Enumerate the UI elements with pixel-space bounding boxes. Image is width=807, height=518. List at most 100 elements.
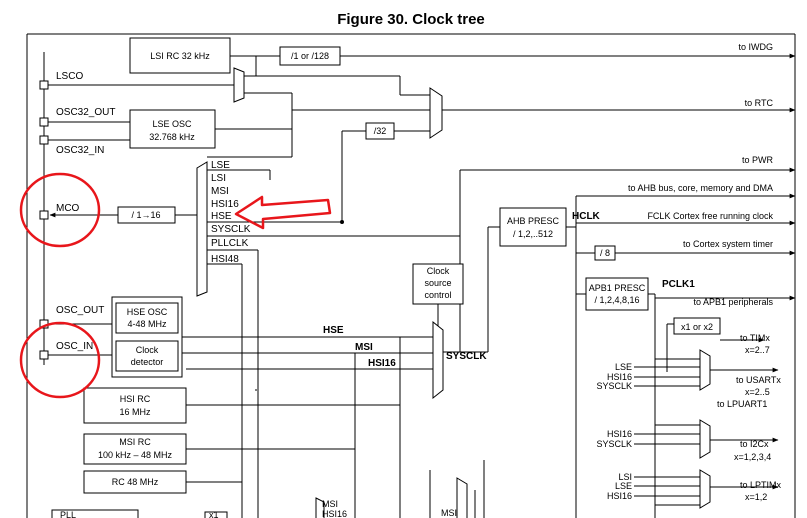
svg-text:LSI: LSI <box>211 173 226 184</box>
svg-text:to PWR: to PWR <box>742 155 774 165</box>
svg-text:/ 1,2,..512: / 1,2,..512 <box>513 229 553 239</box>
pin-osc32-in: OSC32_IN <box>39 135 104 156</box>
svg-text:/32: /32 <box>374 126 387 136</box>
svg-text:SYSCLK: SYSCLK <box>211 224 251 235</box>
svg-text:PCLK1: PCLK1 <box>662 279 695 290</box>
pll-block-partial: PLL x1 <box>51 509 228 518</box>
svg-text:to I2Cx: to I2Cx <box>740 439 769 449</box>
svg-text:MSI RC: MSI RC <box>119 437 151 447</box>
lptim-mux: LSI LSE HSI16 to LPTIMx x=1,2 <box>607 469 782 509</box>
svg-text:HSI16: HSI16 <box>607 491 632 501</box>
svg-text:HSI16: HSI16 <box>211 199 239 210</box>
lse-osc-block: LSE OSC 32.768 kHz <box>48 93 430 149</box>
svg-text:100 kHz – 48 MHz: 100 kHz – 48 MHz <box>98 450 173 460</box>
svg-text:x1: x1 <box>209 510 219 518</box>
svg-text:OSC_OUT: OSC_OUT <box>56 305 104 316</box>
svg-text:LSE: LSE <box>615 362 632 372</box>
pin-osc-in: OSC_IN <box>39 341 93 360</box>
figure-title: Figure 30. Clock tree <box>337 11 485 28</box>
svg-text:x=1,2,3,4: x=1,2,3,4 <box>734 452 771 462</box>
clock-source-control-block: Clock source control <box>412 263 464 326</box>
svg-text:/ 1→16: / 1→16 <box>131 210 160 220</box>
svg-text:x=2..5: x=2..5 <box>745 387 770 397</box>
lsco-mux <box>48 56 292 103</box>
svg-text:SYSCLK: SYSCLK <box>596 439 632 449</box>
pin-lsco: LSCO <box>39 71 83 90</box>
svg-text:MSI: MSI <box>211 186 229 197</box>
diagram-frame <box>26 33 796 518</box>
svg-text:MSI: MSI <box>441 508 457 518</box>
svg-text:x1 or x2: x1 or x2 <box>681 322 713 332</box>
svg-text:HCLK: HCLK <box>572 211 601 222</box>
svg-text:LSI RC 32 kHz: LSI RC 32 kHz <box>150 51 210 61</box>
svg-text:LSE: LSE <box>211 160 230 171</box>
svg-text:to LPTIMx: to LPTIMx <box>740 480 782 490</box>
hsi-rc-block: HSI RC 16 MHz <box>83 387 400 424</box>
svg-text:4-48 MHz: 4-48 MHz <box>127 319 167 329</box>
svg-text:LSE OSC: LSE OSC <box>152 119 192 129</box>
svg-text:HSI48: HSI48 <box>211 254 239 265</box>
svg-text:/1 or /128: /1 or /128 <box>291 51 329 61</box>
svg-text:to Cortex system timer: to Cortex system timer <box>683 239 773 249</box>
svg-text:PLL: PLL <box>60 510 76 518</box>
red-highlight-arrow <box>234 195 332 230</box>
svg-text:HSE: HSE <box>323 325 344 336</box>
svg-text:FCLK Cortex free running clock: FCLK Cortex free running clock <box>647 211 773 221</box>
svg-text:HSI16: HSI16 <box>607 429 632 439</box>
svg-text:MSI: MSI <box>355 342 373 353</box>
svg-text:OSC_IN: OSC_IN <box>56 341 93 352</box>
svg-text:to RTC: to RTC <box>745 98 774 108</box>
svg-text:SYSCLK: SYSCLK <box>446 351 487 362</box>
svg-text:source: source <box>424 278 451 288</box>
rc48-block: RC 48 MHz <box>83 470 242 494</box>
bottom-mux-partial: MSI HSI16 MSI <box>315 460 485 518</box>
svg-text:HSI RC: HSI RC <box>120 394 151 404</box>
svg-text:to AHB bus, core, memory and D: to AHB bus, core, memory and DMA <box>628 183 773 193</box>
svg-text:detector: detector <box>131 357 164 367</box>
svg-text:to APB1 peripherals: to APB1 peripherals <box>693 297 773 307</box>
svg-text:HSE: HSE <box>211 211 232 222</box>
apb1-presc-block: APB1 PRESC / 1,2,4,8,16 PCLK1 to APB1 pe… <box>576 277 796 518</box>
sysclk-mux: HSE MSI HSI16 SYSCLK <box>167 320 488 518</box>
svg-text:SYSCLK: SYSCLK <box>596 381 632 391</box>
svg-text:to USARTx: to USARTx <box>736 375 781 385</box>
svg-text:LSE: LSE <box>615 481 632 491</box>
svg-text:HSI16: HSI16 <box>607 372 632 382</box>
pwr-line: to PWR <box>340 131 796 352</box>
timx-path: x1 or x2 to TIMx x=2..7 <box>666 317 770 372</box>
usart-mux: LSE HSI16 SYSCLK to USARTx x=2..5 to LPU… <box>596 349 781 409</box>
svg-text:OSC32_OUT: OSC32_OUT <box>56 107 115 118</box>
pin-osc32-out: OSC32_OUT <box>39 107 115 127</box>
svg-text:APB1 PRESC: APB1 PRESC <box>589 283 646 293</box>
svg-text:x=1,2: x=1,2 <box>745 492 767 502</box>
svg-text:to TIMx: to TIMx <box>740 333 770 343</box>
svg-text:HSI16: HSI16 <box>368 358 396 369</box>
hse-osc-block: HSE OSC 4-48 MHz Clock detector <box>48 296 183 378</box>
svg-text:/ 1,2,4,8,16: / 1,2,4,8,16 <box>594 295 639 305</box>
svg-text:32.768 kHz: 32.768 kHz <box>149 132 195 142</box>
ahb-presc-block: AHB PRESC / 1,2,..512 HCLK to AHB bus, c… <box>487 183 796 518</box>
svg-text:LSCO: LSCO <box>56 71 83 82</box>
svg-text:Clock: Clock <box>427 266 450 276</box>
mco-mux: LSE LSI MSI HSI16 HSE SYSCLK PLLCLK HSI4… <box>49 129 460 518</box>
msi-rc-block: MSI RC 100 kHz – 48 MHz <box>83 433 355 465</box>
svg-text:control: control <box>424 290 451 300</box>
pin-mco: MCO <box>39 203 80 220</box>
svg-text:Clock: Clock <box>136 345 159 355</box>
red-circle-osc-in <box>19 321 101 399</box>
svg-text:MSI: MSI <box>322 499 338 509</box>
svg-text:HSI16: HSI16 <box>322 509 347 518</box>
svg-text:MCO: MCO <box>56 203 80 214</box>
lsi-rc-block: LSI RC 32 kHz /1 or /128 to IWDG <box>129 37 796 74</box>
svg-text:to LPUART1: to LPUART1 <box>717 399 767 409</box>
svg-text:RC 48 MHz: RC 48 MHz <box>112 477 159 487</box>
svg-text:AHB PRESC: AHB PRESC <box>507 216 560 226</box>
svg-text:/ 8: / 8 <box>600 248 610 258</box>
red-circle-mco <box>19 172 101 248</box>
svg-text:OSC32_IN: OSC32_IN <box>56 145 104 156</box>
rtc-mux: /32 to RTC <box>256 75 796 140</box>
svg-text:PLLCLK: PLLCLK <box>211 238 249 249</box>
svg-text:to IWDG: to IWDG <box>738 42 773 52</box>
svg-text:x=2..7: x=2..7 <box>745 345 770 355</box>
